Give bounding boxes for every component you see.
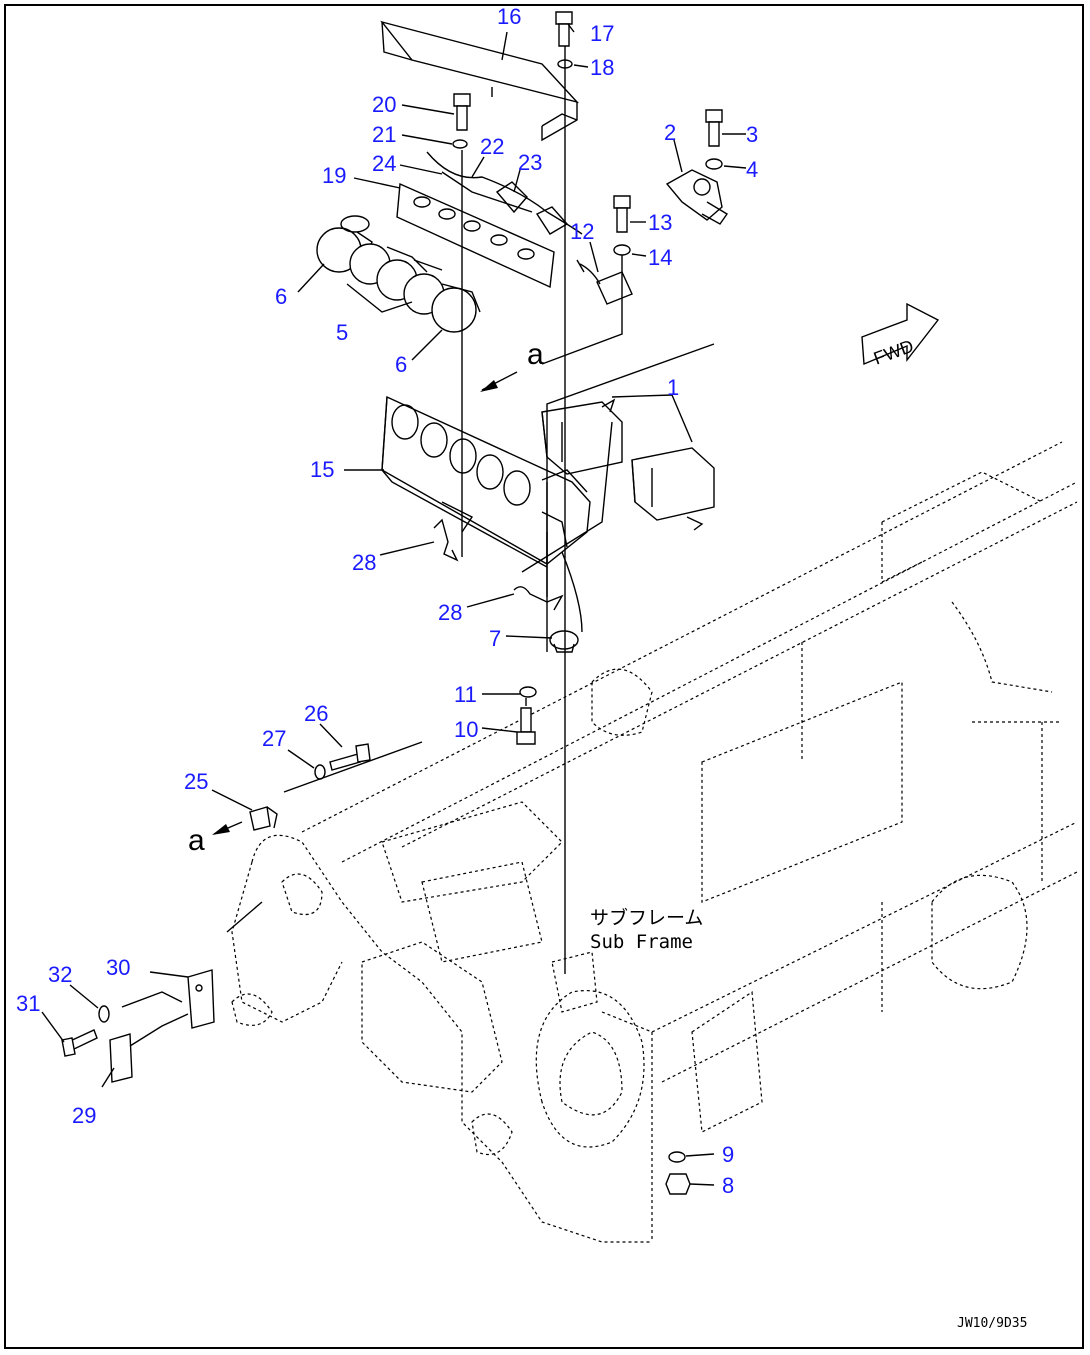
part-16-cover [380,20,580,142]
part-3-bolt [705,109,723,147]
callout-3: 3 [746,122,758,147]
callout-15: 15 [310,457,334,482]
part-17-bolt [555,11,573,47]
callout-28-lower: 28 [438,600,462,625]
callout-23: 23 [518,150,542,175]
drawing-frame: 1 2 3 4 5 6 6 7 8 9 10 11 12 13 14 15 16… [4,4,1084,1349]
callout-19: 19 [322,163,346,188]
part-12-relay [576,259,633,305]
part-22-23-harness [426,151,583,235]
callout-25: 25 [184,769,208,794]
part-21-washer [452,139,468,149]
part-28-harness-upper [433,518,459,562]
callout-1: 1 [667,375,679,400]
callout-27: 27 [262,726,286,751]
part-31-bolt [61,1029,98,1057]
callout-22: 22 [480,134,504,159]
sub-frame-label-jp: サブフレーム [590,906,703,929]
part-20-bolt [453,93,471,131]
callout-leaders [41,23,747,1186]
part-5-gauges [349,243,445,315]
fwd-arrow [861,302,940,366]
callout-21: 21 [372,122,396,147]
part-13-bolt [613,195,631,233]
part-6-gauge-right [431,283,481,333]
callout-14: 14 [648,245,672,270]
sub-frame-label-en: Sub Frame [590,931,693,953]
part-7-clamp [549,630,579,653]
callout-32: 32 [48,962,72,987]
callout-16: 16 [497,6,521,29]
callout-29: 29 [72,1103,96,1128]
view-label-a-bottom: a [188,824,205,857]
assembly-lines [121,46,715,1047]
callout-4: 4 [746,157,758,182]
callout-13: 13 [648,210,672,235]
part-30-plate [187,969,215,1029]
view-arrow-top [480,371,518,392]
callout-28-upper: 28 [352,550,376,575]
part-1-lamp-lower [631,447,715,531]
callout-18: 18 [590,55,614,80]
callout-30: 30 [106,955,130,980]
part-32-washer [98,1005,110,1023]
drawing-code: JW10/9D35 [957,1316,1027,1331]
part-28-harness-lower [513,586,564,611]
part-9-washer [668,1151,686,1163]
part-15-instrument-box [381,395,591,568]
sub-frame-outline [231,441,1078,1243]
view-arrow-bottom [212,821,243,835]
exploded-parts-diagram: 1 2 3 4 5 6 6 7 8 9 10 11 12 13 14 15 16… [16,6,1078,1331]
view-label-a-top: a [527,338,544,371]
callout-labels: 1 2 3 4 5 6 6 7 8 9 10 11 12 13 14 15 16… [16,6,758,1198]
callout-7: 7 [489,626,501,651]
callout-12: 12 [570,219,594,244]
part-25-bracket [249,806,278,831]
part-19-panel-plate [396,182,555,289]
callout-9: 9 [722,1142,734,1167]
part-4-washer [705,158,723,170]
part-26-bolt [329,743,371,771]
part-2-switch [665,169,729,225]
callout-11: 11 [454,682,477,707]
part-29-plate [109,1033,133,1083]
part-10-bolt [516,707,536,745]
fwd-label: FWD [871,336,916,369]
part-27-washer [314,764,326,780]
callout-17: 17 [590,21,614,46]
part-8-nut [665,1173,691,1195]
callout-6-right: 6 [395,352,407,377]
callout-31: 31 [16,991,40,1016]
callout-5: 5 [336,320,348,345]
part-11-washer [519,686,537,698]
callout-24: 24 [372,151,396,176]
callout-8: 8 [722,1173,734,1198]
callout-2: 2 [664,120,676,145]
callout-20: 20 [372,92,396,117]
callout-26: 26 [304,701,328,726]
callout-10: 10 [454,717,478,742]
part-14-washer [613,244,631,256]
callout-6-left: 6 [275,284,287,309]
